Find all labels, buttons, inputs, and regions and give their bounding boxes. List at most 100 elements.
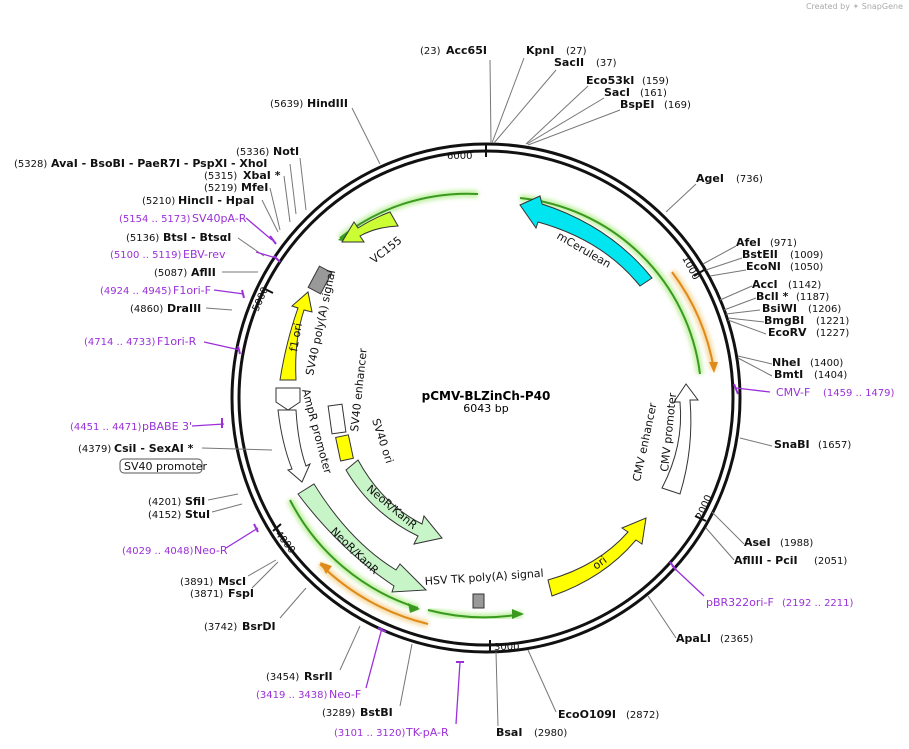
enzyme-pos-acci: (1142) [788,280,821,291]
leader-econi [709,269,747,277]
primer-name-ebv-rev: EBV-rev [183,248,226,261]
primer-mark-ebv [273,255,281,263]
enzyme-pos-hincii: (5210) [142,196,175,207]
leader-stui [211,503,243,513]
enzyme-pos-econi: (1050) [790,262,823,273]
enzyme-name-snabi: SnaBI [774,438,810,451]
tick-label-3000: 3000 [494,642,519,653]
enzyme-pos-asei: (1988) [780,538,813,549]
enzyme-leaders [201,57,773,727]
primer-name-cmv-f: CMV-F [776,386,810,399]
primer-pos-pbabe: (4451 .. 4471) [70,422,142,433]
primer-pos-neo-f: (3419 .. 3438) [256,690,328,701]
enzyme-name-rsrii: RsrII [304,670,333,683]
primer-marks [221,235,739,663]
enzyme-pos-bstbi: (3289) [322,708,355,719]
pleader-pbabe [191,423,225,427]
tick-2000 [694,515,707,522]
enzyme-name-saci: SacI [604,86,630,99]
neor-inner-arrow [345,459,443,545]
enzyme-pos-csii: (4379) [78,444,111,455]
tick-5000 [262,287,274,294]
enzyme-name-fspi: FspI [228,587,254,600]
enzyme-pos-acc65i: (23) [420,46,441,57]
mcerulean-track [519,197,701,375]
orange-track-left-head [320,562,332,574]
leader-draiii [205,307,233,311]
leader-acc65i [489,59,492,144]
f1-ori-arrow [279,291,313,381]
enzyme-name-draiii: DraIII [167,302,201,315]
enzyme-name-bsteii: BstEII [742,248,778,261]
enzyme-pos-avai: (5328) [14,159,47,170]
leader-bsteii [705,257,743,271]
enzyme-pos-stui: (4152) [148,510,181,521]
mcerulean-arrow [519,195,653,287]
vc155-label: VC155 [368,234,405,267]
enzyme-name-bcli: BclI * [756,290,789,303]
primer-mark-neo-f [377,627,387,633]
enzyme-name-bsiwi: BsiWI [762,302,797,315]
enzyme-name-agei: AgeI [696,172,724,185]
enzyme-pos-saci: (161) [640,88,667,99]
leader-bstbi [399,643,413,707]
leader-nhei [737,355,773,365]
enzyme-labels: (23) Acc65I KpnI (27) SacII (37) Eco53kI… [14,44,851,739]
leader-bsai [495,651,499,727]
cmv-promoter-arrow [661,383,699,495]
enzyme-pos-aflii: (5087) [154,268,187,279]
leader-ecoo109i [527,649,557,713]
enzyme-name-mfei: MfeI [241,181,268,194]
primer-pos-f1ori-f: (4924 .. 4945) [100,286,172,297]
primer-name-neo-r: Neo-R [194,544,228,557]
enzyme-name-afei: AfeI [736,236,761,249]
primer-name-f1ori-r: F1ori-R [157,335,197,348]
ampr-promoter-arrow [277,409,312,483]
leader-bsiwi [725,309,761,315]
leader-xhoi [289,163,297,215]
tick-marks [262,144,707,652]
enzyme-name-aflii: AflII [191,266,216,279]
enzyme-name-ecorv: EcoRV [768,326,807,339]
enzyme-name-econi: EcoNI [746,260,781,273]
gray-square-bottom [472,593,485,609]
enzyme-pos-bcli: (1187) [796,292,829,303]
enzyme-name-stui: StuI [185,508,210,521]
enzyme-pos-kpni: (27) [566,46,587,57]
enzyme-name-sacii: SacII [554,56,584,69]
snapgene-logo-icon: ✦ [852,2,860,11]
enzyme-pos-draiii: (4860) [130,304,163,315]
ampr-promoter-arrow-head [275,387,301,411]
enzyme-name-acci: AccI [752,278,778,291]
enzyme-name-acc65i: Acc65I [446,44,487,57]
credit-brand: SnapGene [861,2,903,11]
credit-prefix: Created by [805,2,850,11]
primer-pos-tk-pa-r: (3101 .. 3120) [334,728,406,739]
enzyme-name-bmgbi: BmgBI [764,314,804,327]
enzyme-name-bspei: BspEI [620,98,654,111]
plasmid-name: pCMV-BLZinCh-P40 [422,389,551,403]
leader-agei [665,183,697,213]
enzyme-name-btsi: BtsI - BtsαI [163,231,231,244]
leader-snabi [739,437,773,447]
enzyme-name-hincii: HincII - HpaI [178,194,254,207]
vc155-arrow [341,211,399,243]
primer-mark-f1f [241,289,245,299]
enzyme-pos-msci: (3891) [180,577,213,588]
sv40-enhancer-box [327,403,347,435]
enzyme-name-sfii: SfiI [185,495,205,508]
leader-pcii [705,527,735,561]
enzyme-pos-xbai: (5315) [204,171,237,182]
leader-csii [201,447,273,451]
enzyme-name-afliii-pcii: AflIII - PciI [734,554,798,567]
enzyme-name-bsrdi: BsrDI [242,620,276,633]
enzyme-name-asei: AseI [744,536,771,549]
sv40-ori-box [335,434,354,462]
enzyme-pos-bspei: (169) [664,100,691,111]
plasmid-size: 6043 bp [463,402,508,415]
primer-pos-f1ori-r: (4714 .. 4733) [84,337,156,348]
enzyme-name-nhei: NheI [772,356,801,369]
cmv-enhancer-label: CMV enhancer [630,401,659,482]
enzyme-name-bmti: BmtI [774,368,803,381]
